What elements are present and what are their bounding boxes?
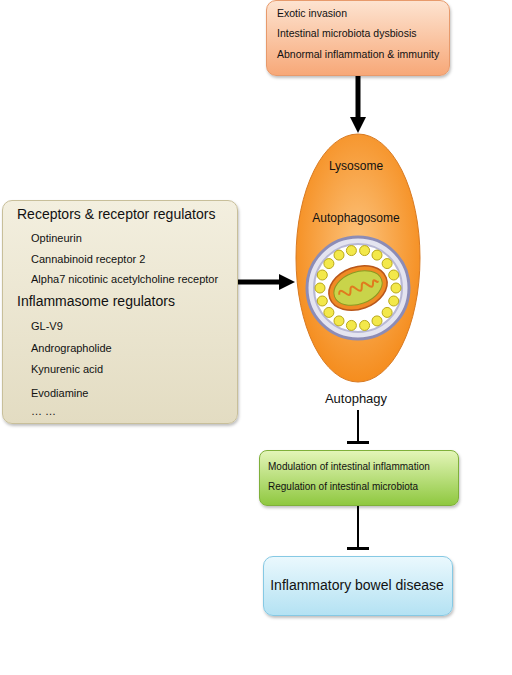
cargo-dot	[382, 259, 392, 269]
cargo-dot	[334, 316, 344, 326]
cargo-dot	[372, 250, 382, 260]
node-label: Andrographolide	[31, 342, 235, 355]
node-label: Abnormal inflammation & immunity	[277, 48, 447, 61]
node-label: Autophagosome	[304, 211, 408, 225]
node-label: Exotic invasion	[277, 7, 447, 20]
group-heading: Receptors & receptor regulators	[17, 206, 235, 223]
node-label: Kynurenic acid	[31, 363, 235, 376]
arrow-connector	[356, 76, 361, 117]
node-label: Autophagy	[295, 391, 417, 407]
cause-box: Exotic invasionIntestinal microbiota dys…	[266, 0, 450, 76]
node-label: Lysosome	[295, 159, 417, 173]
cargo-dot	[389, 296, 399, 306]
cargo-dot	[346, 246, 356, 256]
cargo-dot	[324, 307, 334, 317]
cargo-dot	[334, 250, 344, 260]
cargo-dot	[317, 270, 327, 280]
node-label: … …	[31, 405, 235, 418]
cargo-dot	[346, 320, 356, 330]
cargo-dot	[382, 307, 392, 317]
node-label: Regulation of intestinal microbiota	[268, 481, 456, 493]
inhibition-connector	[357, 506, 359, 550]
cargo-dot	[389, 270, 399, 280]
cargo-dot	[317, 296, 327, 306]
mitochondrion	[323, 258, 394, 318]
node-label: Modulation of intestinal inflammation	[268, 461, 456, 473]
autophagosome-circle: Autophagosome	[304, 211, 412, 341]
cargo-dot	[372, 316, 382, 326]
effect-box: Modulation of intestinal inflammationReg…	[259, 450, 459, 506]
cargo-dot	[391, 283, 401, 293]
arrow-connector	[238, 280, 279, 285]
group-heading: Inflammasome regulators	[17, 293, 235, 310]
cargo-dot	[315, 283, 325, 293]
circle-outline	[304, 211, 412, 341]
membrane-outline	[307, 237, 409, 339]
cargo-dot	[324, 259, 334, 269]
node-label: Cannabinoid receptor 2	[31, 253, 235, 266]
cargo-dot	[360, 246, 370, 256]
inhibition-connector	[357, 410, 359, 444]
lysosome-ellipse: LysosomeAutophagy Autophagosome	[295, 133, 421, 410]
node-label: Intestinal microbiota dysbiosis	[277, 27, 447, 40]
regulator-box: Receptors & receptor regulatorsOptineuri…	[2, 200, 238, 424]
node-label: Optineurin	[31, 232, 235, 245]
node-label: Alpha7 nicotinic acetylcholine receptor	[31, 273, 235, 286]
node-label: Inflammatory bowel disease	[264, 577, 450, 594]
cargo-dot	[360, 320, 370, 330]
disease-box: Inflammatory bowel disease	[263, 556, 453, 616]
node-label: GL-V9	[31, 320, 235, 333]
lysosome-outline	[296, 134, 420, 382]
node-label: Evodiamine	[31, 387, 235, 400]
inner-membrane	[314, 244, 402, 332]
